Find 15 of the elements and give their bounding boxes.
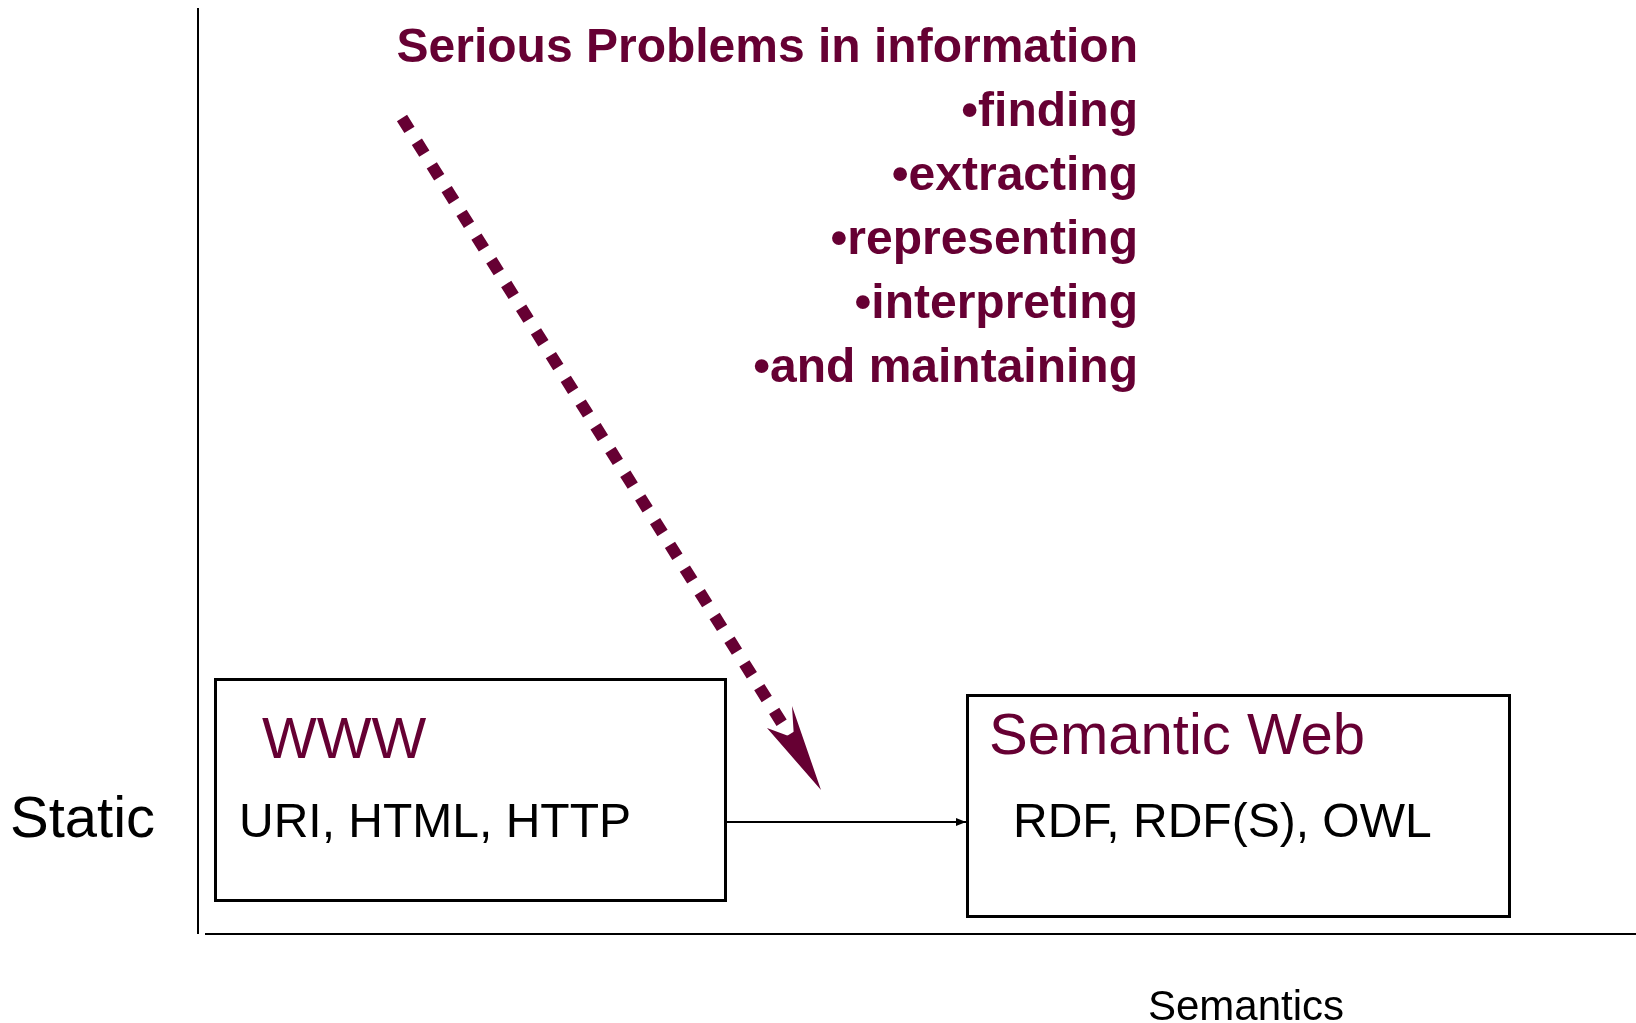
bullet-item: •and maintaining	[753, 338, 1138, 394]
bullet-item: •finding	[961, 82, 1138, 138]
box	[966, 694, 1511, 918]
box-text: RDF, RDF(S), OWL	[1013, 797, 1432, 845]
box-title: Semantic Web	[989, 705, 1366, 763]
box-text: URI, HTML, HTTP	[239, 797, 631, 845]
bullet-item: •interpreting	[854, 274, 1138, 330]
box	[214, 678, 727, 902]
bullet-item: •representing	[830, 210, 1138, 266]
heading: Serious Problems in information	[396, 18, 1138, 74]
axis-label: Semantics	[1148, 985, 1345, 1023]
box-title: WWW	[262, 709, 427, 767]
axis-label: Static	[10, 788, 156, 846]
arrow	[726, 818, 967, 826]
bullet-item: •extracting	[891, 146, 1138, 202]
